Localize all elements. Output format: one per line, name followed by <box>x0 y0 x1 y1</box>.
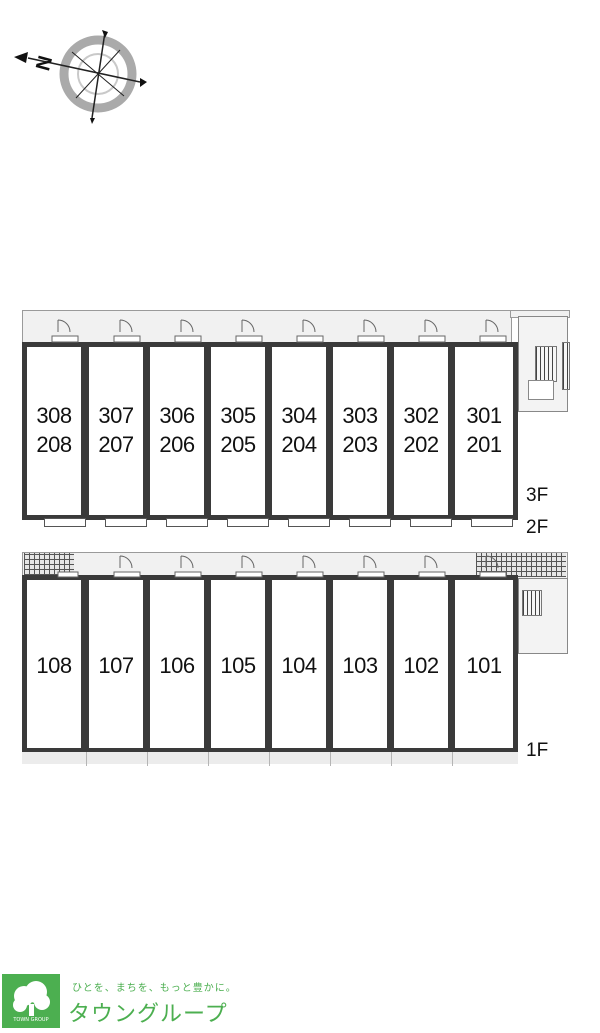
terrace-divider <box>208 752 209 766</box>
unit-number-2f: 201 <box>466 432 502 457</box>
upper-balcony <box>166 518 208 527</box>
terrace-divider <box>269 752 270 766</box>
ground-unit: 105 <box>206 575 270 753</box>
compass-rose-icon <box>14 30 147 124</box>
unit-number-3f: 307 <box>98 403 134 428</box>
ground-unit: 108 <box>22 575 86 753</box>
upper-unit: 303 203 <box>328 342 392 520</box>
ground-unit: 104 <box>267 575 331 753</box>
upper-balcony <box>288 518 330 527</box>
unit-number-2f: 205 <box>220 432 256 457</box>
upper-unit: 307 207 <box>84 342 148 520</box>
compass: N <box>8 30 148 125</box>
upper-balcony <box>44 518 86 527</box>
floor-label-3f: 3F <box>526 485 549 506</box>
ground-unit: 103 <box>328 575 392 753</box>
unit-number-2f: 202 <box>403 432 439 457</box>
upper-unit: 302 202 <box>389 342 453 520</box>
upper-balcony <box>349 518 391 527</box>
terrace-divider <box>391 752 392 766</box>
unit-number-1f: 104 <box>281 653 317 678</box>
upper-balcony <box>105 518 147 527</box>
brand-mark-label: TOWN GROUP <box>13 1017 49 1023</box>
upper-balcony <box>410 518 452 527</box>
unit-number-3f: 305 <box>220 403 256 428</box>
unit-number-3f: 308 <box>36 403 72 428</box>
unit-number-3f: 306 <box>159 403 195 428</box>
ground-unit: 106 <box>145 575 209 753</box>
upper-unit: 308 208 <box>22 342 86 520</box>
ground-unit: 101 <box>450 575 518 753</box>
unit-number-1f: 101 <box>466 653 502 678</box>
unit-number-2f: 208 <box>36 432 72 457</box>
unit-number-1f: 108 <box>36 653 72 678</box>
unit-number-3f: 302 <box>403 403 439 428</box>
upper-doors <box>51 319 507 343</box>
unit-number-1f: 106 <box>159 653 195 678</box>
terrace-divider <box>147 752 148 766</box>
unit-number-1f: 107 <box>98 653 134 678</box>
unit-number-1f: 102 <box>403 653 439 678</box>
unit-number-2f: 203 <box>342 432 378 457</box>
floor-label-1f: 1F <box>526 740 549 761</box>
unit-number-1f: 105 <box>220 653 256 678</box>
unit-number-2f: 204 <box>281 432 317 457</box>
upper-stair-pad <box>528 380 554 400</box>
upper-balcony <box>471 518 513 527</box>
tree-logo-icon <box>2 974 60 1028</box>
upper-stairs <box>535 346 557 382</box>
upper-unit: 305 205 <box>206 342 270 520</box>
brand-tagline: ひとを、まちを、もっと豊かに。 <box>72 983 237 994</box>
ground-terrace <box>22 752 518 764</box>
ground-unit: 107 <box>84 575 148 753</box>
ground-unit: 102 <box>389 575 453 753</box>
ground-doors <box>57 555 507 578</box>
upper-unit: 301 201 <box>450 342 518 520</box>
terrace-divider <box>452 752 453 766</box>
terrace-divider <box>86 752 87 766</box>
brand-name: タウングループ <box>68 1002 228 1027</box>
upper-stairs-side <box>562 342 570 390</box>
floor-label-2f: 2F <box>526 517 549 538</box>
unit-number-1f: 103 <box>342 653 378 678</box>
unit-number-3f: 301 <box>466 403 502 428</box>
ground-stairs <box>522 590 542 616</box>
terrace-divider <box>330 752 331 766</box>
unit-number-3f: 303 <box>342 403 378 428</box>
upper-balcony <box>227 518 269 527</box>
upper-unit: 306 206 <box>145 342 209 520</box>
ground-hatch-left <box>24 553 74 575</box>
unit-number-3f: 304 <box>281 403 317 428</box>
upper-unit: 304 204 <box>267 342 331 520</box>
unit-number-2f: 207 <box>98 432 134 457</box>
unit-number-2f: 206 <box>159 432 195 457</box>
